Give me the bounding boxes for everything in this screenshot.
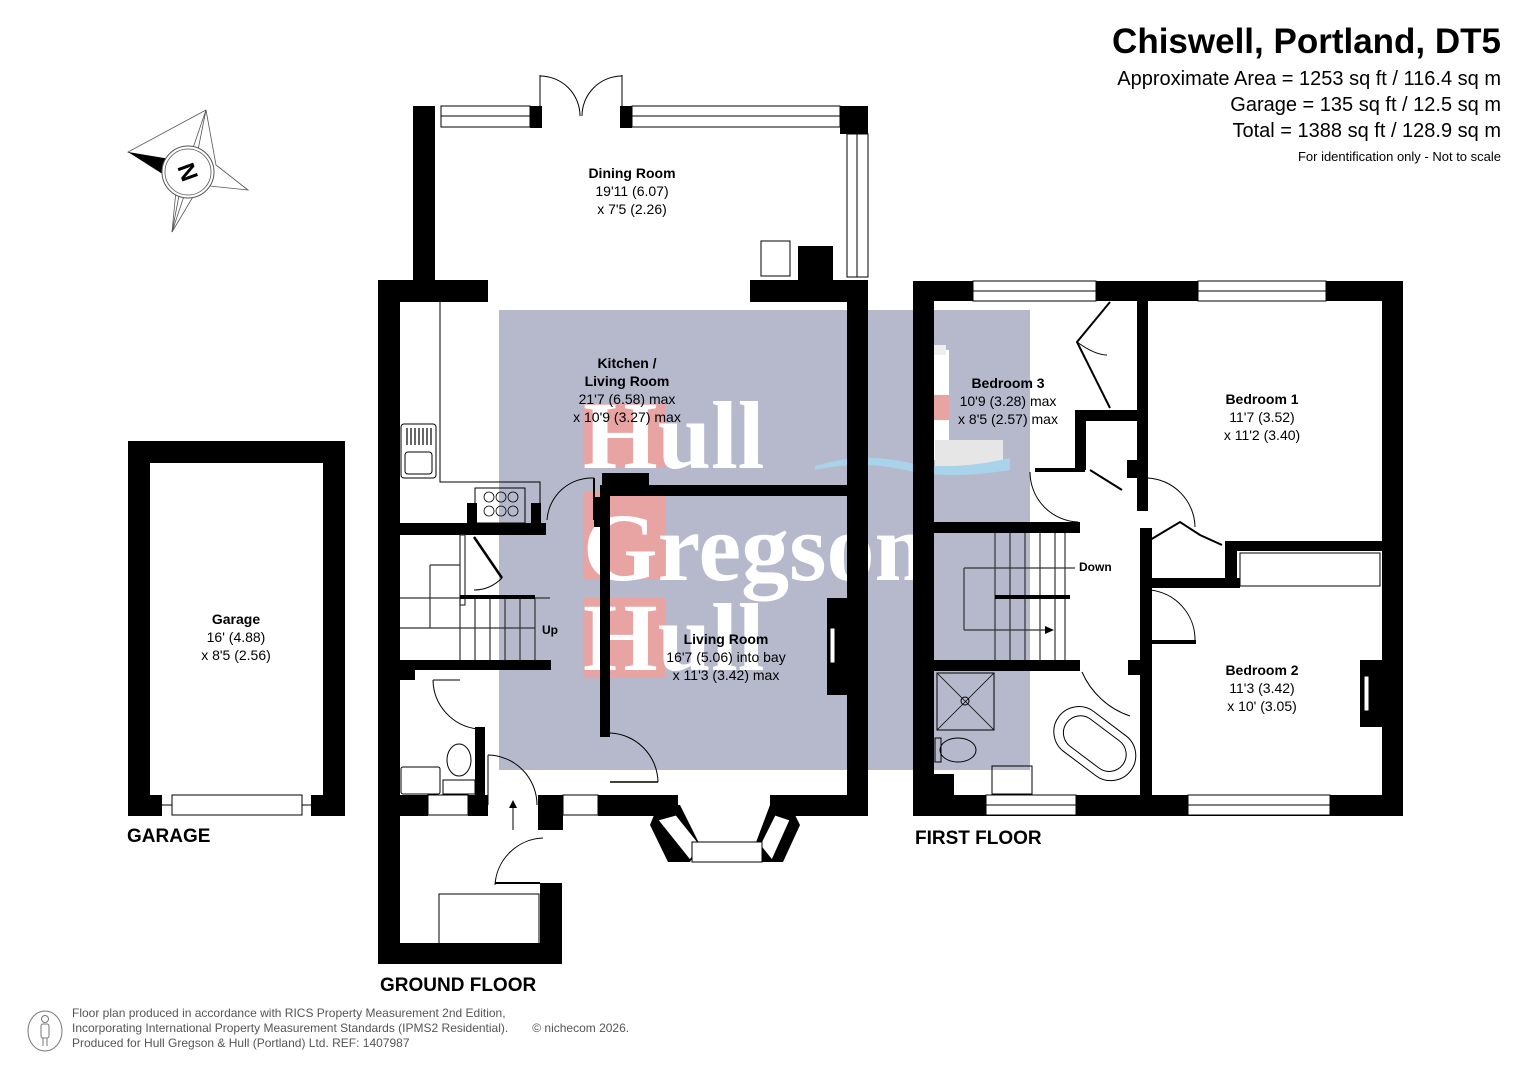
garage-floor-label: GARAGE <box>127 826 210 847</box>
svg-text:x 10'9 (3.27) max: x 10'9 (3.27) max <box>573 409 681 425</box>
svg-text:11'7 (3.52): 11'7 (3.52) <box>1229 409 1294 425</box>
svg-text:Living Room: Living Room <box>684 631 769 647</box>
footer-copyright: © nichecom 2026. <box>532 1021 630 1035</box>
watermark-line-3: Hull <box>583 584 764 691</box>
svg-text:Kitchen /: Kitchen / <box>597 355 656 371</box>
room-dining-room: Dining Room 19'11 (6.07) x 7'5 (2.26) <box>588 165 675 217</box>
room-living-room: Living Room 16'7 (5.06) into bay x 11'3 … <box>666 631 785 683</box>
agency-watermark: Hull Gregson Hull <box>499 310 1030 770</box>
plan-footer: Floor plan produced in accordance with R… <box>72 1006 629 1051</box>
bathtub-icon <box>1053 706 1137 782</box>
svg-text:x 7'5 (2.26): x 7'5 (2.26) <box>597 201 667 217</box>
footer-line-2: Incorporating International Property Mea… <box>72 1021 509 1035</box>
person-measurement-icon <box>27 1010 63 1052</box>
first-floor-plan: Down <box>913 280 1403 816</box>
room-bedroom-3: Bedroom 3 10'9 (3.28) max x 8'5 (2.57) m… <box>958 375 1058 427</box>
footer-line-1: Floor plan produced in accordance with R… <box>72 1006 506 1020</box>
stairs-up-label: Up <box>542 623 558 637</box>
svg-text:x 8'5 (2.56): x 8'5 (2.56) <box>201 647 271 663</box>
room-kitchen-living-room: Kitchen / Living Room 21'7 (6.58) max x … <box>573 355 681 425</box>
svg-text:x 10' (3.05): x 10' (3.05) <box>1227 698 1297 714</box>
svg-text:x 8'5 (2.57) max: x 8'5 (2.57) max <box>958 411 1058 427</box>
svg-text:Bedroom 2: Bedroom 2 <box>1225 662 1298 678</box>
svg-text:11'3 (3.42): 11'3 (3.42) <box>1229 680 1294 696</box>
watermark-line-2: Gregson <box>583 494 928 601</box>
room-bedroom-1: Bedroom 1 11'7 (3.52) x 11'2 (3.40) <box>1224 391 1300 443</box>
north-compass-icon: N <box>127 109 250 233</box>
svg-text:Dining Room: Dining Room <box>588 165 675 181</box>
svg-text:Living Room: Living Room <box>585 373 670 389</box>
watermark-line-1: Hull <box>583 382 764 489</box>
svg-text:16'7 (5.06) into bay: 16'7 (5.06) into bay <box>666 649 785 665</box>
ground-floor-plan: Up <box>378 75 869 964</box>
garage-area: Garage = 135 sq ft / 12.5 sq m <box>1230 94 1501 116</box>
svg-text:x 11'3 (3.42) max: x 11'3 (3.42) max <box>673 667 780 683</box>
room-labels: Dining Room 19'11 (6.07) x 7'5 (2.26) Ki… <box>201 165 1300 714</box>
room-bedroom-2: Bedroom 2 11'3 (3.42) x 10' (3.05) <box>1225 662 1298 714</box>
property-title: Chiswell, Portland, DT5 <box>1112 22 1501 61</box>
svg-text:16' (4.88): 16' (4.88) <box>207 629 266 645</box>
first-floor-label: FIRST FLOOR <box>915 828 1042 849</box>
svg-text:Garage: Garage <box>212 611 260 627</box>
svg-text:19'11 (6.07): 19'11 (6.07) <box>595 183 668 199</box>
ground-floor-label: GROUND FLOOR <box>380 975 536 996</box>
svg-text:21'7 (6.58) max: 21'7 (6.58) max <box>579 391 676 407</box>
room-garage: Garage 16' (4.88) x 8'5 (2.56) <box>201 611 271 663</box>
footer-line-3: Produced for Hull Gregson & Hull (Portla… <box>72 1036 410 1050</box>
approximate-area: Approximate Area = 1253 sq ft / 116.4 sq… <box>1117 68 1501 90</box>
scale-note: For identification only - Not to scale <box>1297 149 1501 164</box>
svg-text:x 11'2 (3.40): x 11'2 (3.40) <box>1224 427 1300 443</box>
garage-plan <box>128 441 345 816</box>
plan-header: Chiswell, Portland, DT5 Approximate Area… <box>1112 20 1501 168</box>
svg-text:10'9 (3.28) max: 10'9 (3.28) max <box>960 393 1057 409</box>
stairs-down-label: Down <box>1079 560 1112 574</box>
svg-text:Bedroom 3: Bedroom 3 <box>971 375 1044 391</box>
total-area: Total = 1388 sq ft / 128.9 sq m <box>1232 120 1502 142</box>
svg-text:Bedroom 1: Bedroom 1 <box>1225 391 1298 407</box>
